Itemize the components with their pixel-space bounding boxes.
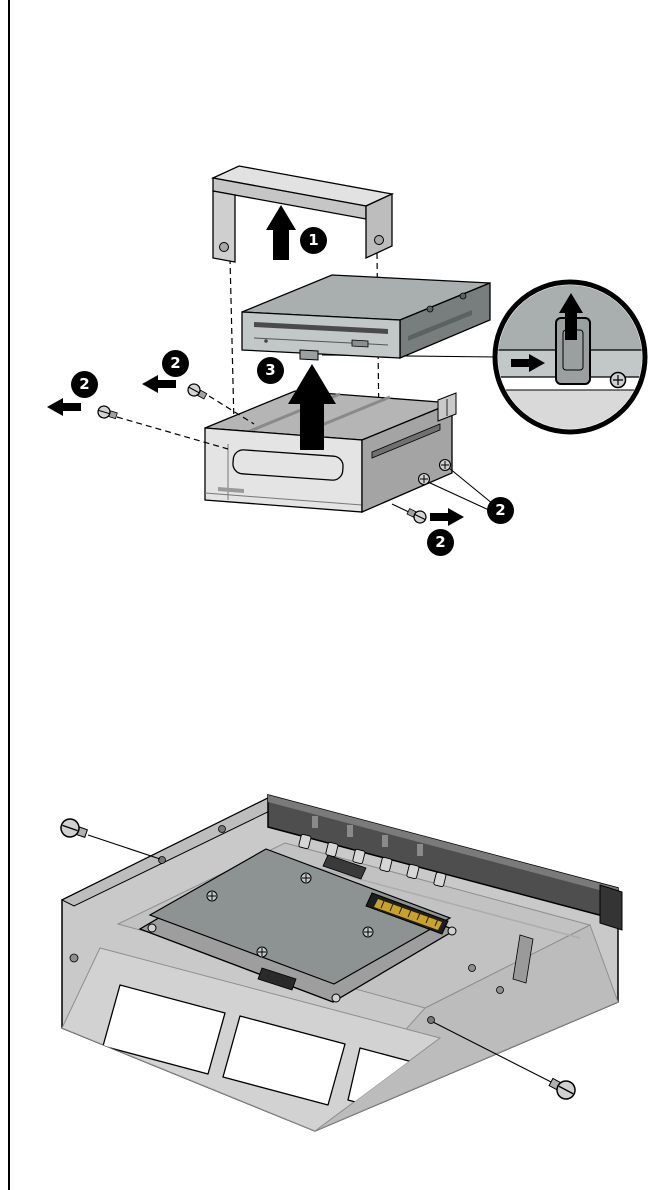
drive-latch-tab [299, 349, 319, 361]
floor-slot [512, 934, 534, 984]
side-groove [408, 310, 472, 341]
mounting-screw-top-left [60, 818, 161, 860]
callout-2-right: 2 [487, 497, 514, 524]
left-guide-screw-lower [47, 398, 229, 450]
callout-2-left-lower: 2 [71, 371, 98, 398]
drive-mount-screws [206, 872, 374, 958]
left-guide-screw-upper [142, 375, 255, 425]
bezel-clips [298, 833, 447, 888]
latch-right-arrow [511, 354, 545, 372]
right-guide-screws [417, 458, 494, 512]
callout-1-bracket: 1 [300, 227, 327, 254]
remove-arrow-left-upper [142, 375, 176, 393]
bracket-hole-left [219, 242, 229, 252]
drive-bracket [210, 165, 395, 263]
drive-cage [204, 390, 457, 513]
bracket-lift-arrow [266, 205, 296, 260]
activity-led [264, 339, 268, 343]
front-bezel-rail [267, 794, 623, 931]
front-guide-screw [391, 503, 464, 526]
mounting-screw-bottom-right [427, 1016, 576, 1100]
callout-2-left-upper: 2 [162, 350, 189, 377]
callout-2-front: 2 [427, 529, 454, 556]
latch-detail-inset [492, 279, 648, 435]
disk-slot [254, 322, 388, 334]
power-connector [257, 967, 297, 991]
remove-arrow-left-lower [47, 398, 81, 416]
bezel-opening [232, 449, 344, 481]
hard-drive [148, 848, 452, 991]
bracket-hole-right [374, 235, 384, 245]
rim-screw-hole [158, 856, 166, 864]
callout-3-drive: 3 [257, 357, 284, 384]
rim-screw-hole-2 [218, 825, 226, 833]
page-left-rule [8, 0, 10, 1190]
alignment-dash-left [229, 257, 235, 425]
jumper-block [322, 854, 367, 880]
latch-up-arrow [559, 293, 583, 340]
connector-pins [374, 899, 442, 930]
drive-lift-arrow [288, 364, 336, 450]
remove-arrow-front [430, 508, 464, 526]
side-guide-slot [371, 423, 441, 459]
figure-drive-removal [47, 165, 648, 526]
screw-hole-target [427, 1016, 435, 1024]
diskette-drive [241, 274, 491, 361]
rail-end-cap [599, 884, 623, 931]
figure-adapter-cage [60, 794, 623, 1132]
eject-button [351, 339, 369, 348]
bezel-slot [218, 487, 244, 493]
